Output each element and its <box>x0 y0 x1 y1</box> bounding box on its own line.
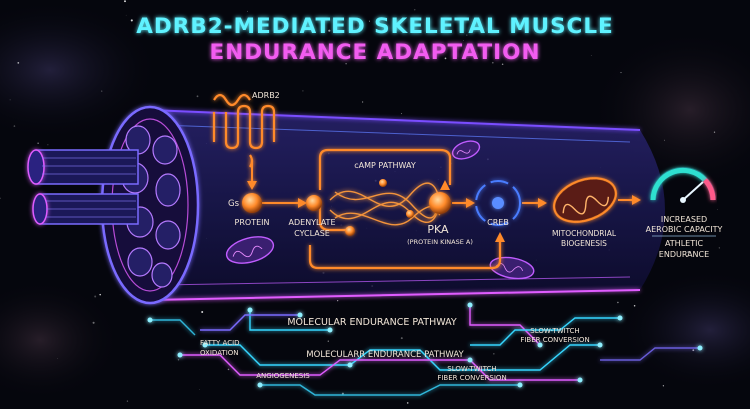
gs-protein-node <box>242 193 262 213</box>
star <box>302 90 304 92</box>
label-mito-1: MITOCHONDRIAL <box>552 229 617 238</box>
star <box>227 368 230 371</box>
star <box>718 247 720 249</box>
label-camp-pathway: cAMP PATHWAY <box>354 161 416 170</box>
star <box>340 354 343 356</box>
star <box>0 197 1 199</box>
label-angiogenesis: ANGIOGENESIS <box>256 372 310 380</box>
star <box>17 62 20 64</box>
circuit-labels: MOLECULAR ENDURANCE PATHWAY MOLECULARR E… <box>200 317 590 382</box>
label-creb: CREB <box>487 218 509 227</box>
star <box>590 55 592 57</box>
star <box>94 295 97 298</box>
label-outcome-1: INCREASED <box>661 215 707 224</box>
label-gs: Gs <box>228 199 240 209</box>
star <box>633 304 636 307</box>
star <box>400 337 403 340</box>
star <box>130 19 133 22</box>
star <box>617 301 619 304</box>
circuit-nodes <box>147 302 703 388</box>
label-outcome-3: ATHLETIC <box>665 239 704 248</box>
star <box>717 209 719 210</box>
pathway-arrows <box>247 160 641 208</box>
title-line-2: ENDURANCE ADAPTATION <box>210 40 541 65</box>
star <box>9 99 11 101</box>
star <box>493 353 495 355</box>
muscle-fiber <box>27 105 665 305</box>
label-slow-twitch-a: SLOW-TWITCH <box>530 327 579 335</box>
endurance-gauge-icon <box>650 167 716 203</box>
star <box>687 251 690 253</box>
star <box>328 29 331 32</box>
star <box>126 400 129 402</box>
star <box>664 139 665 141</box>
label-protein: PROTEIN <box>235 218 270 227</box>
star <box>92 321 95 324</box>
circuit-title-echo: MOLECULARR ENDURANCE PATHWAY <box>306 350 464 360</box>
star <box>246 10 248 12</box>
label-adrb2: ADRB2 <box>252 91 280 100</box>
star <box>414 9 416 11</box>
label-outcome-2: AEROBIC CAPACITY <box>646 225 723 234</box>
star <box>47 144 49 146</box>
label-fiber-conversion-b: FIBER CONVERSION <box>437 374 506 382</box>
star <box>196 95 199 98</box>
star <box>335 350 338 353</box>
star <box>337 300 339 302</box>
star <box>37 142 39 144</box>
star <box>620 72 622 74</box>
star <box>101 90 103 92</box>
label-outcome-4: ENDURANCE <box>659 250 709 259</box>
star <box>177 359 180 361</box>
label-fatty-acid: FATTY ACID <box>200 339 240 347</box>
adenylate-cyclase-node <box>306 195 322 211</box>
adrb2-receptor-icon <box>212 93 276 168</box>
label-oxidation: OXIDATION <box>200 349 239 357</box>
label-fiber-conversion-a: FIBER CONVERSION <box>520 336 589 344</box>
label-cyclase: CYCLASE <box>294 229 330 238</box>
circuit-title: MOLECULAR ENDURANCE PATHWAY <box>287 317 457 328</box>
star <box>463 40 464 41</box>
star <box>713 131 716 133</box>
star <box>692 349 695 352</box>
star <box>341 392 344 395</box>
star <box>466 34 468 36</box>
star <box>368 20 371 22</box>
star <box>345 63 347 65</box>
fiber-mitochondria <box>225 140 535 280</box>
star <box>668 230 670 232</box>
mitochondrion-icon <box>553 177 617 223</box>
star <box>125 14 127 16</box>
star <box>491 30 493 32</box>
myofibril-bundles <box>27 149 139 225</box>
star <box>124 0 126 3</box>
star <box>662 385 665 387</box>
star <box>400 113 403 115</box>
circuit-traces <box>150 305 700 396</box>
star <box>361 101 364 103</box>
star <box>99 293 101 296</box>
pka-node <box>429 192 451 214</box>
star <box>501 63 504 66</box>
star <box>491 61 494 64</box>
star <box>327 340 329 342</box>
label-pka-full: (PROTEIN KINASE A) <box>407 238 473 246</box>
star <box>13 125 16 127</box>
star <box>406 402 409 404</box>
label-slow-twitch-b: SLOW-TWITCH <box>447 365 496 373</box>
star <box>57 358 59 359</box>
camp-pathway-box <box>308 148 505 270</box>
star <box>444 57 447 60</box>
creb-node <box>475 180 521 226</box>
star <box>199 388 200 390</box>
label-mito-2: BIOGENESIS <box>561 239 607 248</box>
label-pka: PKA <box>427 223 449 236</box>
star <box>201 311 204 313</box>
node-labels: ADRB2 Gs PROTEIN ADENYLATE CYCLASE cAMP … <box>228 91 723 259</box>
title-line-1: ADRB2-MEDIATED SKELETAL MUSCLE <box>136 14 613 39</box>
label-adenylate: ADENYLATE <box>289 218 336 227</box>
